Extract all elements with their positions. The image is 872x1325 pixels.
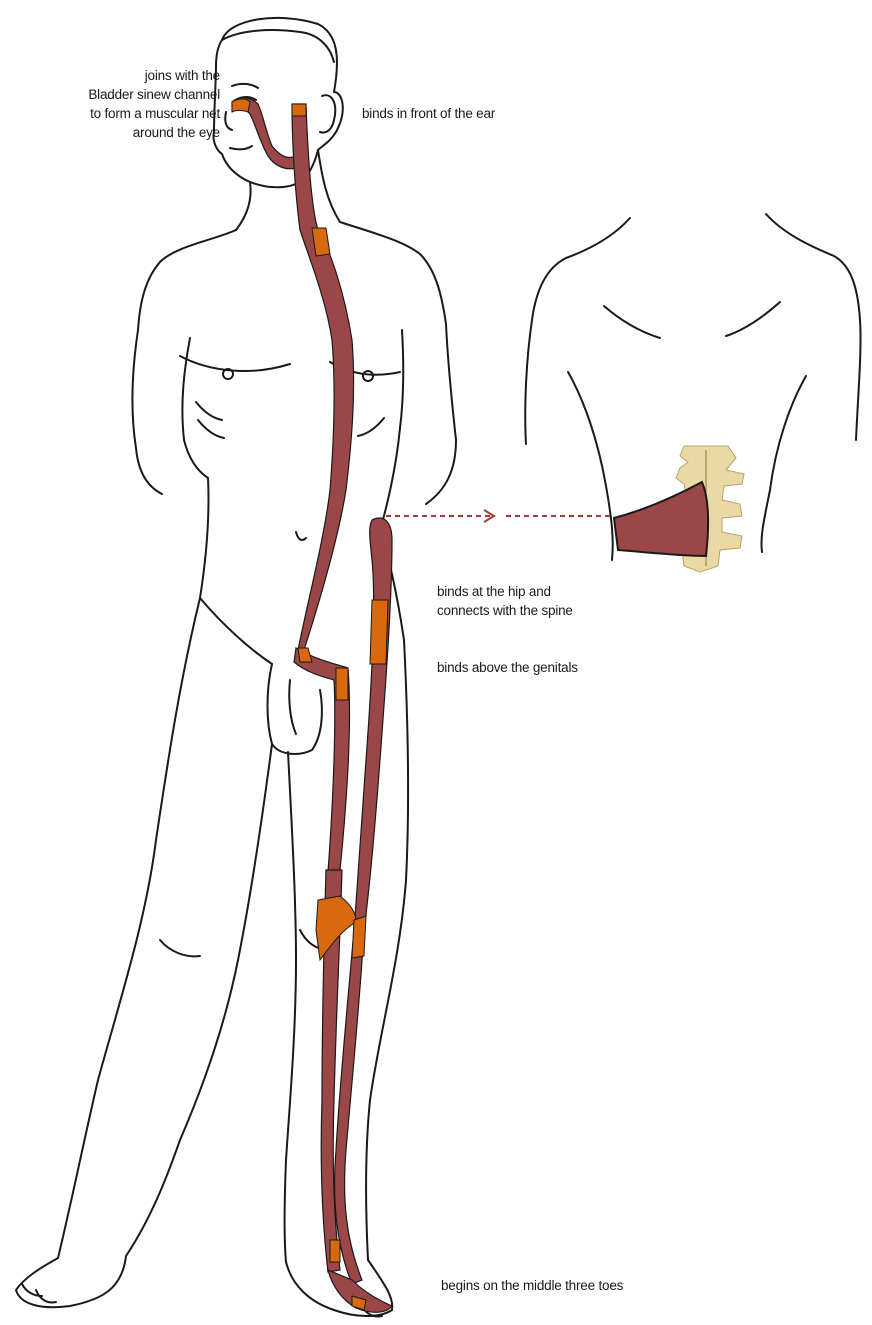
eye-net-label: joins with the Bladder sinew channel to … (60, 66, 220, 142)
eye-net-label-line-3: to form a muscular net (60, 104, 220, 123)
hip-spine-label-line-2: connects with the spine (437, 601, 637, 620)
hip-muscle-back (614, 482, 708, 556)
eye-net-label-line-2: Bladder sinew channel (60, 85, 220, 104)
ear-label: binds in front of the ear (362, 104, 495, 123)
genitals-label: binds above the genitals (437, 658, 578, 677)
toes-label: begins on the middle three toes (441, 1276, 623, 1295)
binding-points (232, 99, 388, 1310)
dashed-arrow (386, 510, 614, 522)
front-body-outline (16, 18, 456, 1317)
hip-spine-label: binds at the hip and connects with the s… (437, 582, 637, 620)
eye-net-label-line-1: joins with the (60, 66, 220, 85)
eye-net-label-line-4: around the eye (60, 123, 220, 142)
hip-spine-label-line-1: binds at the hip and (437, 582, 637, 601)
